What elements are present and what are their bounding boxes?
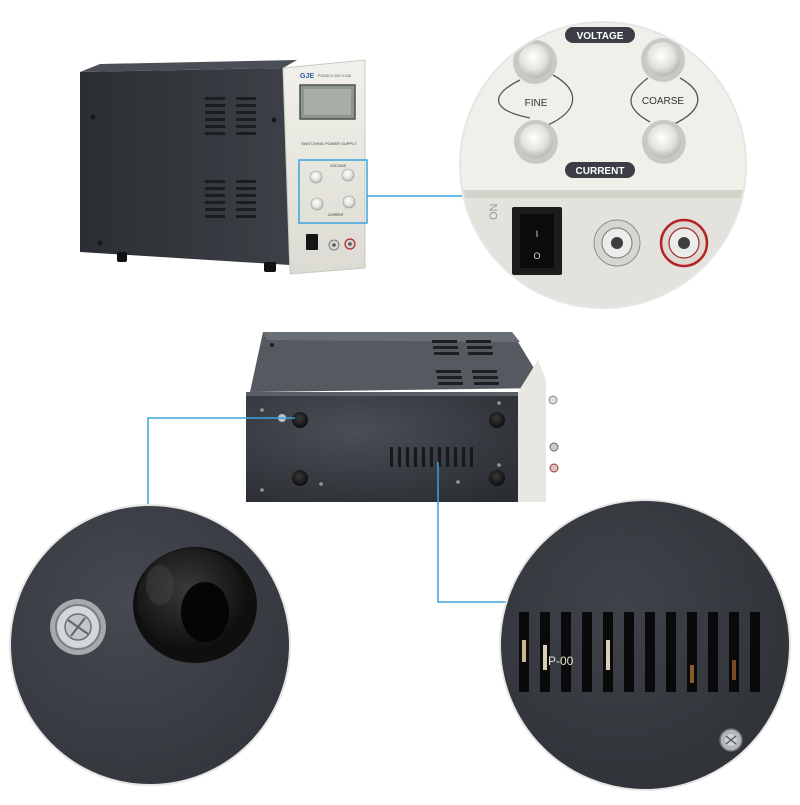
zoom-circle-vents-border	[499, 499, 791, 791]
zoom-circle-controls-border	[459, 21, 747, 309]
brand-logo: GJE	[300, 73, 314, 80]
voltage-label: VOLTAGE	[577, 31, 624, 42]
power-supply-front-view: GJE PS3010 0-30V 0-10A SWITCHING POWER S…	[80, 59, 368, 275]
small-knob-voltage-fine	[309, 170, 323, 184]
on-label: ON	[488, 203, 500, 220]
fine-label: FINE	[525, 98, 548, 109]
small-knob-current-fine	[310, 197, 324, 211]
knob-current-fine	[514, 120, 558, 164]
small-current-label: CURRENT	[328, 213, 344, 217]
small-knob-current-coarse	[342, 195, 356, 209]
panel-label: SWITCHING POWER SUPPLY	[301, 141, 357, 146]
zoom-circle-foot-border	[9, 504, 291, 786]
vent-slots-closeup	[519, 612, 760, 692]
current-label: CURRENT	[576, 166, 625, 177]
model-label: PS3010 0-30V 0-10A	[318, 74, 352, 78]
terminal-positive	[659, 218, 709, 268]
power-supply-side-view	[246, 332, 559, 502]
callout-line-foot	[147, 417, 295, 508]
callout-line-vent	[437, 462, 512, 603]
rubber-feet	[292, 412, 505, 486]
small-knob-voltage-coarse	[341, 168, 355, 182]
chassis-side-face	[246, 392, 518, 502]
coarse-label: COARSE	[642, 96, 685, 107]
knob-voltage-fine	[513, 40, 557, 84]
internal-board-text: P-00	[548, 654, 574, 668]
switch-on-symbol: I	[536, 229, 539, 239]
small-voltage-label: VOLTAGE	[330, 164, 347, 168]
small-power-switch	[306, 234, 318, 250]
vent-screw	[719, 728, 743, 752]
switch-off-symbol: O	[533, 251, 540, 261]
screw-with-washer	[50, 599, 106, 655]
rubber-foot-closeup	[133, 547, 257, 663]
zoom-circle-vents: P-00	[500, 500, 790, 790]
knob-voltage-coarse	[641, 38, 685, 82]
chassis-side	[80, 68, 290, 265]
side-vent-slots	[390, 447, 473, 467]
side-vents	[205, 97, 256, 218]
power-rocker-switch: I O	[512, 207, 562, 275]
zoom-circle-foot	[10, 505, 290, 785]
terminal-negative	[593, 219, 641, 267]
highlight-box-controls	[298, 159, 368, 224]
knob-current-coarse	[642, 120, 686, 164]
